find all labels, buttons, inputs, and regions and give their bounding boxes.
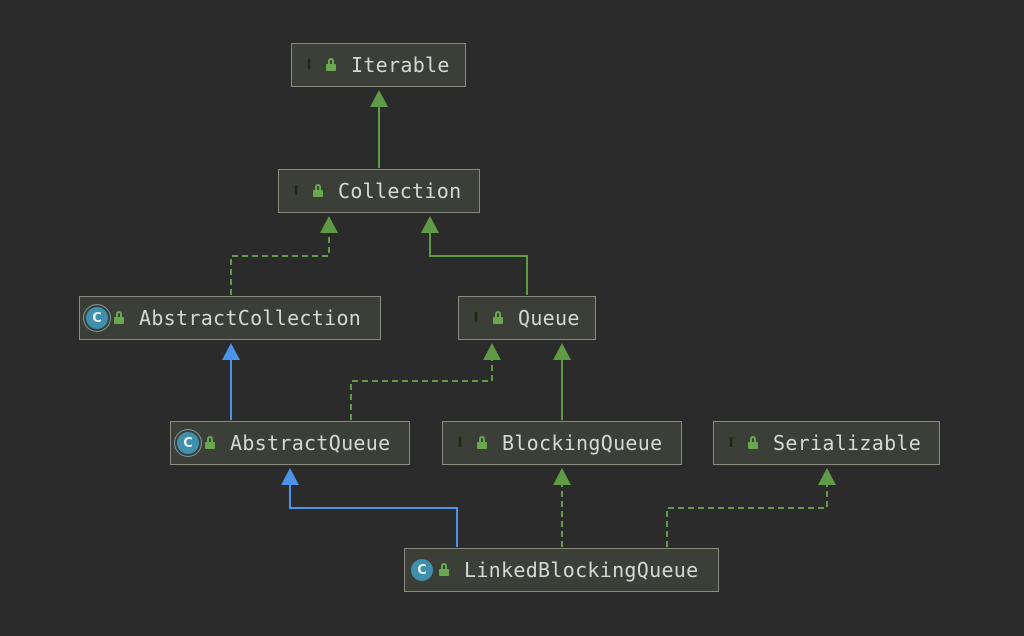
- public-lock-icon: [438, 563, 450, 577]
- public-lock-icon: [492, 311, 504, 325]
- public-lock-icon: [325, 58, 337, 72]
- arrowhead-icon: [421, 216, 439, 233]
- arrowhead-icon: [483, 343, 501, 360]
- node-iterable[interactable]: I Iterable: [291, 43, 466, 87]
- edge-abstractcollection-to-collection: [230, 216, 338, 295]
- class-icon: C: [411, 559, 433, 581]
- public-lock-icon: [204, 436, 216, 450]
- edge-queue-to-collection: [421, 216, 528, 295]
- arrowhead-icon: [818, 468, 836, 485]
- node-label: Serializable: [773, 431, 922, 455]
- arrowhead-icon: [281, 468, 299, 485]
- edge-linkedblockingqueue-to-abstractqueue: [281, 468, 458, 547]
- node-label: AbstractCollection: [139, 306, 362, 330]
- arrowhead-icon: [553, 468, 571, 485]
- node-abstractqueue[interactable]: C AbstractQueue: [170, 421, 410, 465]
- node-abstractcollection[interactable]: C AbstractCollection: [79, 296, 381, 340]
- abstract-class-icon: C: [177, 432, 199, 454]
- edge-collection-to-iterable: [370, 90, 388, 168]
- interface-icon: I: [728, 435, 734, 451]
- node-label: BlockingQueue: [502, 431, 663, 455]
- edge-linkedblockingqueue-to-serializable: [666, 468, 836, 547]
- edge-blockingqueue-to-queue: [553, 343, 571, 420]
- public-lock-icon: [747, 436, 759, 450]
- node-collection[interactable]: I Collection: [278, 169, 480, 213]
- node-label: Iterable: [351, 53, 450, 77]
- interface-icon: I: [306, 57, 312, 73]
- edge-line: [289, 484, 458, 547]
- interface-icon: I: [293, 183, 299, 199]
- edge-linkedblockingqueue-to-blockingqueue: [553, 468, 571, 547]
- arrowhead-icon: [222, 343, 240, 360]
- node-label: AbstractQueue: [230, 431, 391, 455]
- node-queue[interactable]: I Queue: [458, 296, 596, 340]
- edge-line: [429, 232, 528, 295]
- public-lock-icon: [476, 436, 488, 450]
- public-lock-icon: [113, 311, 125, 325]
- node-label: Collection: [338, 179, 462, 203]
- edge-line: [350, 359, 493, 420]
- abstract-class-icon: C: [86, 307, 108, 329]
- node-label: Queue: [518, 306, 580, 330]
- edge-line: [230, 232, 330, 295]
- arrowhead-icon: [553, 343, 571, 360]
- edge-abstractqueue-to-queue: [350, 343, 501, 420]
- edge-line: [666, 484, 828, 547]
- node-serializable[interactable]: I Serializable: [713, 421, 940, 465]
- node-label: LinkedBlockingQueue: [464, 558, 699, 582]
- node-blockingqueue[interactable]: I BlockingQueue: [442, 421, 682, 465]
- interface-icon: I: [457, 435, 463, 451]
- edge-abstractqueue-to-abstractcollection: [222, 343, 240, 420]
- arrowhead-icon: [370, 90, 388, 107]
- public-lock-icon: [312, 184, 324, 198]
- interface-icon: I: [473, 310, 479, 326]
- arrowhead-icon: [320, 216, 338, 233]
- node-linkedblockingqueue[interactable]: C LinkedBlockingQueue: [404, 548, 719, 592]
